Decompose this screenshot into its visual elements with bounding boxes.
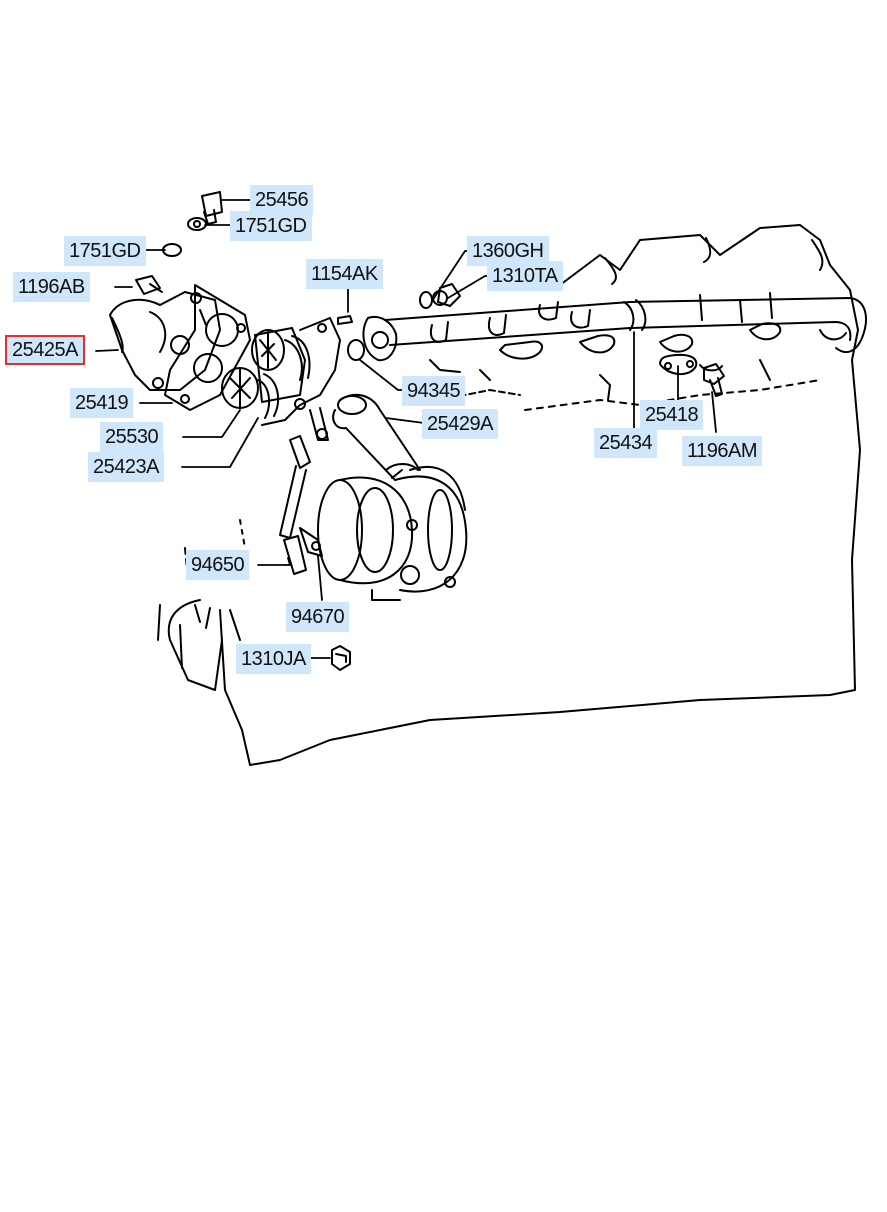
sensors	[279, 435, 323, 575]
water-pipe	[332, 393, 421, 481]
callout-94670[interactable]: 94670	[286, 602, 350, 632]
thermostat-hardware	[135, 191, 461, 361]
callout-25425a[interactable]: 25425A	[5, 335, 85, 365]
callout-1310ta[interactable]: 1310TA	[487, 261, 563, 291]
callout-25419[interactable]: 25419	[70, 388, 134, 418]
callout-1196ab[interactable]: 1196AB	[13, 272, 90, 302]
thermostat-pair	[221, 317, 341, 441]
callout-25530[interactable]: 25530	[100, 422, 164, 452]
callout-1196am[interactable]: 1196AM	[682, 436, 763, 466]
callout-1154ak[interactable]: 1154AK	[306, 259, 383, 289]
bolt-1196am	[703, 363, 725, 397]
callout-25418[interactable]: 25418	[640, 400, 704, 430]
callout-1310ja[interactable]: 1310JA	[236, 644, 311, 674]
gasket	[164, 284, 251, 411]
pump-housing	[317, 465, 468, 601]
callout-25456[interactable]: 25456	[250, 185, 314, 215]
callout-25434[interactable]: 25434	[594, 428, 658, 458]
thermostat-housing	[109, 291, 221, 391]
callout-1751gd-top[interactable]: 1751GD	[230, 211, 312, 241]
callout-94345[interactable]: 94345	[402, 376, 466, 406]
callout-1751gd-left[interactable]: 1751GD	[64, 236, 146, 266]
callout-25429a[interactable]: 25429A	[422, 409, 498, 439]
callout-94650[interactable]: 94650	[186, 550, 250, 580]
nut-1310ja	[331, 645, 351, 671]
engine-block-outline	[157, 224, 861, 766]
callout-25423a[interactable]: 25423A	[88, 452, 164, 482]
